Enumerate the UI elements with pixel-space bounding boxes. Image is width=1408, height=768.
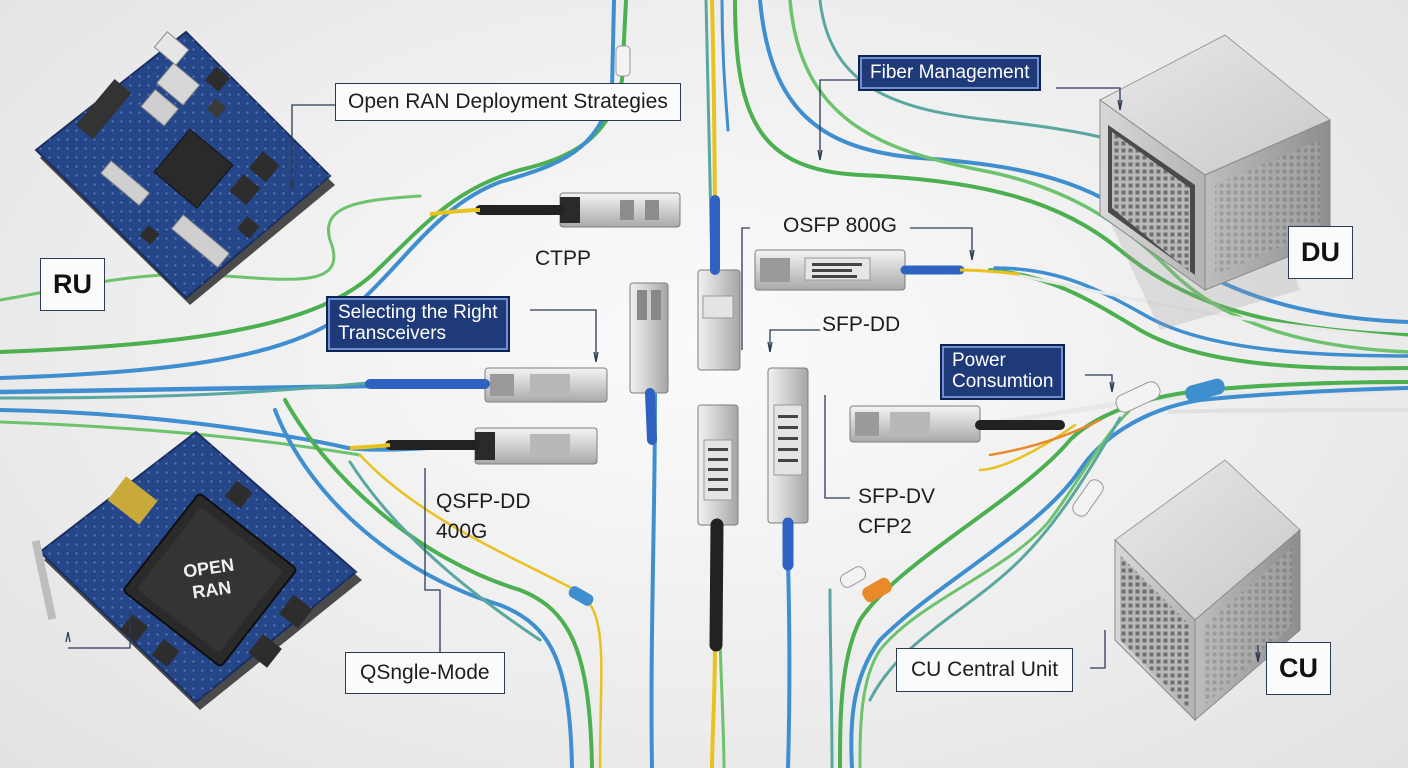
qsfp-dd-400g-label: QSFP-DD 400G	[436, 487, 531, 548]
selecting-transceivers-label: Selecting the Right Transceivers	[326, 296, 510, 352]
du-tag: DU	[1288, 226, 1353, 280]
transceiver-vertical-2	[697, 195, 741, 371]
cu-tag: CU	[1266, 642, 1331, 696]
sfp-dd-label: SFP-DD	[822, 313, 901, 336]
transceiver-vertical-1	[629, 282, 669, 445]
ctpp-label: CTPP	[535, 247, 592, 270]
transceiver-qsfp-dd	[349, 427, 598, 465]
du-server	[1099, 34, 1331, 330]
selecting-transceivers-line2: Transceivers	[338, 322, 447, 344]
ru-tag: RU	[40, 258, 105, 312]
sfp-dv-cfp2-label: SFP-DV CFP2	[858, 482, 935, 543]
transceiver-blue-left	[365, 367, 608, 403]
transceiver-ctpp	[429, 192, 681, 228]
qsfp-dd-line1: QSFP-DD	[436, 490, 531, 513]
single-mode-label: QSngle-Mode	[345, 652, 505, 695]
callout-lines	[65, 79, 1261, 669]
qsfp-dd-line2: 400G	[436, 520, 488, 544]
fiber-management-label: Fiber Management	[858, 55, 1042, 91]
transceiver-right	[849, 405, 1065, 443]
transceiver-vertical-3	[697, 404, 739, 652]
selecting-transceivers-line1: Selecting the Right	[338, 302, 498, 323]
transceiver-vertical-4	[767, 367, 809, 571]
transceiver-osfp-800g	[754, 249, 1021, 291]
power-consumption-label: Power Consumtion	[940, 344, 1066, 400]
ru-board	[34, 30, 335, 305]
power-consumption-line1: Power	[952, 350, 1006, 371]
open-ran-board: OPEN RAN	[31, 430, 362, 710]
cu-central-unit-label: CU Central Unit	[896, 648, 1074, 693]
open-ran-strategies-label: Open RAN Deployment Strategies	[335, 83, 681, 122]
power-consumption-line2: Consumtion	[952, 370, 1054, 392]
transceivers	[349, 45, 1225, 652]
sfp-dv-line2: CFP2	[858, 515, 912, 539]
sfp-dv-line1: SFP-DV	[858, 485, 936, 508]
osfp-800g-label: OSFP 800G	[783, 214, 898, 237]
cu-server	[1114, 459, 1301, 722]
